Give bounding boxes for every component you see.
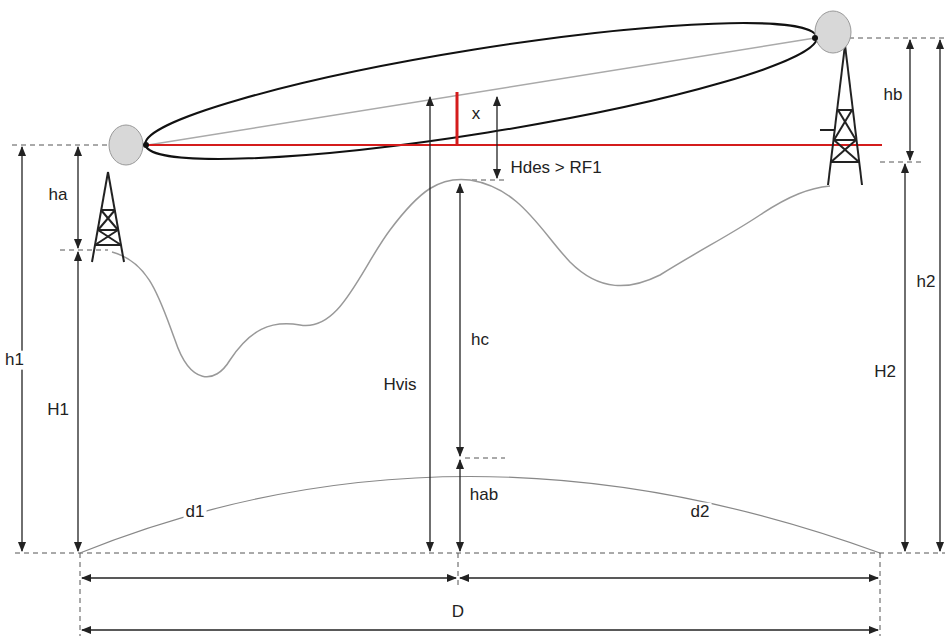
dimension-arrow: [429, 97, 430, 551]
dimension-arrow: [459, 460, 460, 551]
height-label: h1: [3, 351, 26, 370]
left-tower: [92, 172, 124, 262]
height-label: H2: [872, 363, 898, 382]
clearance-label: x: [470, 105, 483, 124]
extension-line: [12, 145, 120, 146]
left-dish: [109, 125, 149, 165]
extension-line: [880, 553, 881, 636]
dimension-arrow: [939, 40, 940, 551]
distance-label: d1: [184, 503, 207, 522]
reference-line: [148, 144, 882, 146]
dimension-arrow: [496, 97, 497, 178]
antenna-height-label: hb: [882, 86, 905, 105]
line-of-sight: [148, 38, 815, 145]
obstacle-height-label: hc: [469, 331, 491, 350]
clearance-condition-label: Hdes > RF1: [508, 159, 603, 178]
dimension-arrows: [22, 40, 940, 630]
extension-line: [465, 458, 505, 459]
dimension-arrow: [21, 147, 22, 551]
dimension-arrow: [460, 577, 878, 578]
dimension-arrow: [82, 577, 456, 578]
antenna-height-label: ha: [47, 186, 70, 205]
distance-label: D: [450, 603, 466, 622]
extension-line: [80, 553, 81, 636]
dimension-arrow: [459, 184, 460, 456]
extension-line: [60, 250, 108, 251]
dimension-arrow: [82, 629, 878, 630]
visibility-height-label: Hvis: [381, 376, 418, 395]
right-dish: [812, 11, 851, 53]
extension-line: [472, 180, 505, 181]
terrain-profile: [112, 179, 830, 376]
extension-line: [880, 162, 925, 163]
dimension-arrow: [77, 252, 78, 551]
dimension-arrow: [904, 164, 905, 551]
right-tower: [820, 45, 862, 185]
distance-label: d2: [689, 503, 712, 522]
baseline: [15, 553, 945, 554]
clearance-marker: [456, 92, 459, 145]
extension-line: [840, 38, 945, 39]
dimension-arrow: [77, 147, 78, 248]
height-label: h2: [915, 273, 938, 292]
extension-line: [458, 553, 459, 585]
height-label: H1: [45, 401, 71, 420]
earth-bulge-label: hab: [468, 486, 500, 505]
extension-lines: [12, 38, 945, 636]
earth-curvature: [80, 477, 880, 554]
dimension-arrow: [909, 40, 910, 160]
fresnel-zone: [139, 0, 824, 186]
